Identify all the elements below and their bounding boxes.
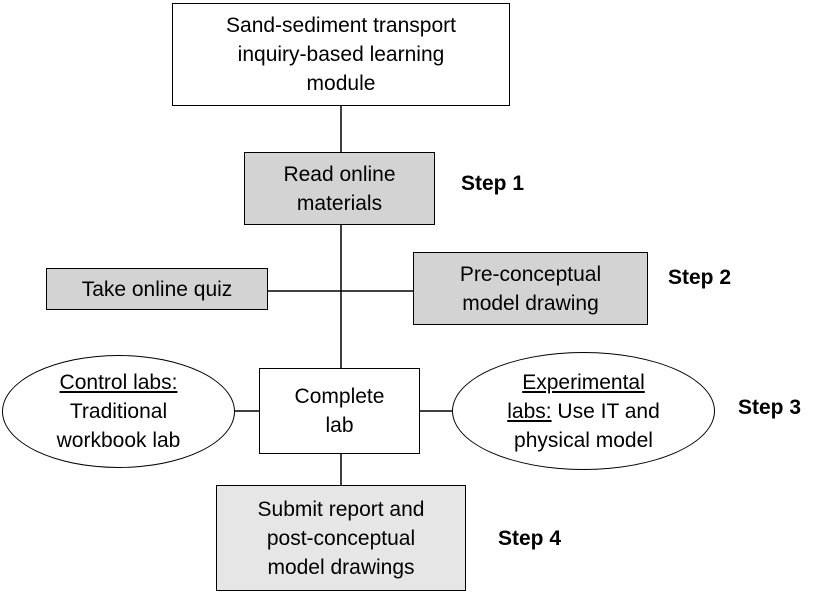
preconceptual-line-2: model drawing xyxy=(462,291,599,315)
control-line-1: Traditional xyxy=(69,400,168,423)
title-line-2: inquiry-based learning xyxy=(237,43,445,66)
preconceptual-line-1: Pre-conceptual xyxy=(459,262,602,286)
control-labs-ellipse: Control labs: Traditional workbook lab xyxy=(2,355,235,468)
read-online-materials-box: Read online materials xyxy=(244,152,435,225)
submit-line-1: Submit report and xyxy=(257,497,425,521)
step-2-label: Step 2 xyxy=(668,266,732,289)
step-3-label: Step 3 xyxy=(738,396,802,419)
title-box: Sand-sediment transport inquiry-based le… xyxy=(172,3,510,106)
lab-line-1: Complete xyxy=(294,385,385,408)
experimental-line-3: physical model xyxy=(514,428,653,452)
step1-line-1: Read online xyxy=(283,162,396,186)
pre-conceptual-model-box: Pre-conceptual model drawing xyxy=(413,252,648,325)
experimental-labs-ellipse: Experimental labs: Use IT and physical m… xyxy=(452,352,715,470)
step-4-label: Step 4 xyxy=(498,527,562,550)
experimental-heading-line-1: Experimental xyxy=(522,370,645,394)
take-online-quiz-box: Take online quiz xyxy=(46,268,268,310)
experimental-heading-line-2: labs: xyxy=(507,399,552,423)
experimental-line-2: labs: Use IT and xyxy=(507,397,660,426)
step-1-label: Step 1 xyxy=(461,172,525,195)
title-line-3: module xyxy=(306,72,376,95)
submit-line-3: model drawings xyxy=(267,555,415,579)
experimental-line-2-rest: Use IT and xyxy=(551,399,660,423)
submit-line-2: post-conceptual xyxy=(266,526,416,550)
step1-line-2: materials xyxy=(296,191,383,215)
control-labs-heading: Control labs: xyxy=(59,371,178,394)
submit-report-box: Submit report and post-conceptual model … xyxy=(216,485,466,591)
lab-line-2: lab xyxy=(325,414,354,437)
control-line-2: workbook lab xyxy=(56,429,181,452)
complete-lab-box: Complete lab xyxy=(259,368,420,454)
title-line-1: Sand-sediment transport xyxy=(226,14,456,37)
quiz-line-1: Take online quiz xyxy=(81,277,233,301)
